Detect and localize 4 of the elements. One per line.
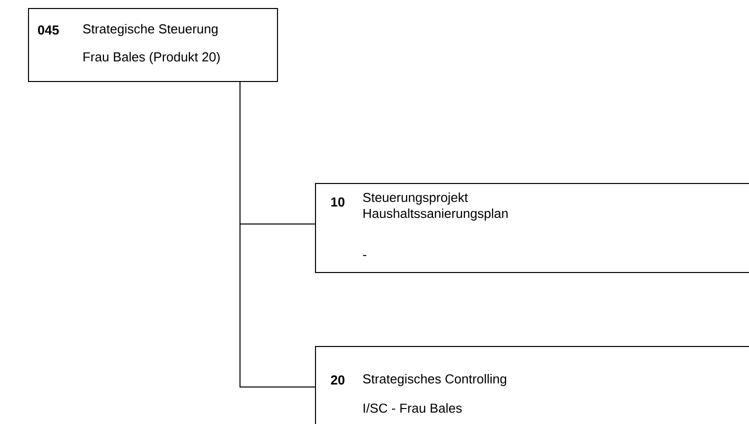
box: 10 Steuerungsprojekt Haushaltssanierungsplan - — [315, 183, 749, 273]
box: 045 Strategische Steuerung Frau Bales (Produkt 20) — [28, 8, 278, 82]
connector — [240, 82, 316, 388]
box: 20 Strategisches Controlling I/SC - Frau Bales — [315, 346, 749, 424]
